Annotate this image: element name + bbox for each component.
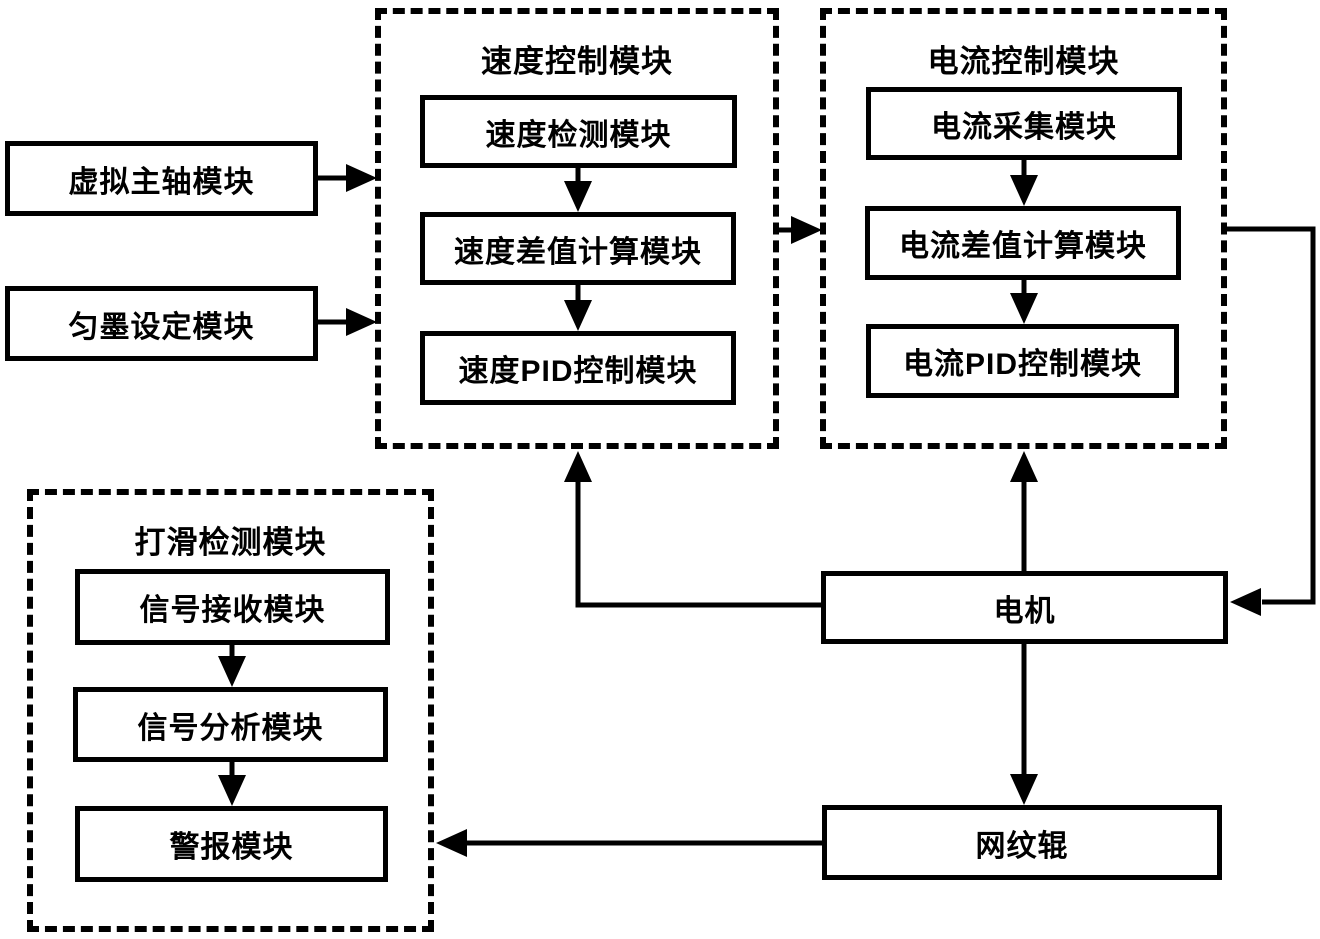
group-title-speed-control: 速度控制模块 [481, 44, 673, 79]
arrow-speed-module-to-current-module [779, 216, 822, 244]
box-anilox-roller: 网纹辊 [822, 805, 1222, 880]
box-speed-detection-module: 速度检测模块 [420, 95, 737, 168]
box-current-difference-calc-module: 电流差值计算模块 [865, 206, 1181, 280]
group-current-control-module: 电流控制模块 [820, 8, 1227, 449]
box-current-pid-control-module: 电流PID控制模块 [866, 324, 1179, 398]
box-current-acquisition-module: 电流采集模块 [866, 87, 1182, 160]
arrow-virtual-spindle-to-speed-module [318, 164, 377, 192]
group-slip-detection-module: 打滑检测模块 [27, 489, 434, 932]
box-signal-analysis-module: 信号分析模块 [73, 687, 388, 762]
box-signal-receiving-module: 信号接收模块 [75, 569, 390, 645]
arrow-anilox-roller-to-slip-module [436, 829, 822, 857]
arrow-motor-to-anilox-roller [1010, 644, 1038, 805]
box-speed-pid-control-module: 速度PID控制模块 [420, 331, 736, 405]
box-alarm-module: 警报模块 [75, 806, 388, 882]
arrow-motor-to-current-module [1010, 451, 1038, 571]
group-title-current-control: 电流控制模块 [927, 44, 1120, 79]
box-virtual-spindle-module: 虚拟主轴模块 [5, 141, 318, 216]
group-speed-control-module: 速度控制模块 [375, 8, 779, 449]
box-ink-setting-module: 匀墨设定模块 [5, 286, 318, 361]
arrow-current-module-to-motor [1227, 226, 1316, 616]
box-speed-difference-calc-module: 速度差值计算模块 [420, 212, 736, 285]
box-motor: 电机 [821, 571, 1228, 644]
arrow-motor-to-speed-module [564, 451, 821, 608]
group-title-slip-detection: 打滑检测模块 [134, 525, 327, 560]
arrow-ink-setting-to-speed-module [318, 308, 377, 336]
